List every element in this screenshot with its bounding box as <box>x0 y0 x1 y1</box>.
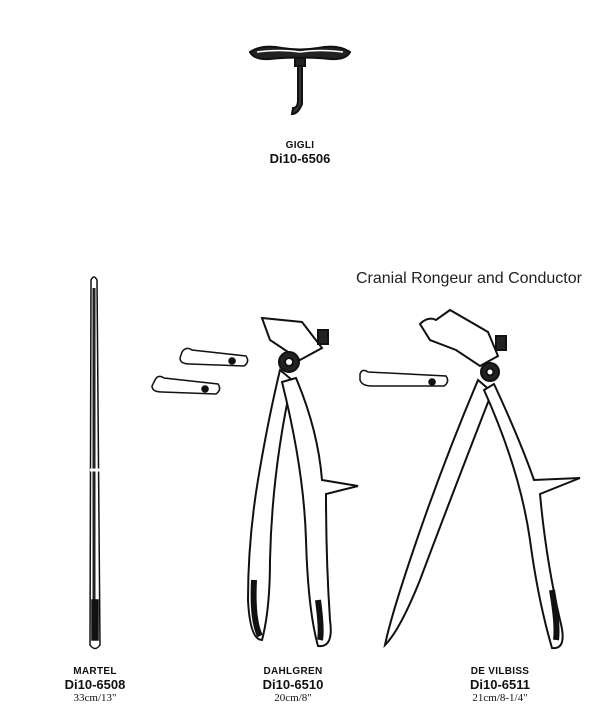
dahlgren-rongeur-illustration <box>246 316 359 648</box>
instrument-size: 21cm/8-1/4" <box>472 692 528 705</box>
instrument-code: Di10-6508 <box>64 676 126 692</box>
caption-martel: MARTEL Di10-6508 33cm/13" <box>55 666 135 705</box>
instrument-size: 20cm/8" <box>274 692 312 705</box>
instrument-name: GIGLI <box>285 140 315 151</box>
martel-conductor-illustration <box>89 276 101 650</box>
caption-devilbiss: DE VILBISS Di10-6511 21cm/8-1/4" <box>450 666 550 705</box>
gigli-handle-illustration <box>248 45 352 116</box>
instrument-name: MARTEL <box>73 666 117 677</box>
instrument-code: Di10-6511 <box>470 676 530 692</box>
instrument-code: Di10-6506 <box>269 150 331 166</box>
instrument-name: DE VILBISS <box>470 666 530 677</box>
rongeur-tips-illustration <box>151 347 449 395</box>
section-title: Cranial Rongeur and Conductor <box>356 270 582 287</box>
devilbiss-rongeur-illustration <box>383 308 581 650</box>
instrument-size: 33cm/13" <box>73 692 117 705</box>
caption-dahlgren: DAHLGREN Di10-6510 20cm/8" <box>248 666 338 705</box>
instrument-name: DAHLGREN <box>263 666 323 677</box>
instrument-code: Di10-6510 <box>262 676 324 692</box>
caption-gigli: GIGLI Di10-6506 <box>250 140 350 166</box>
